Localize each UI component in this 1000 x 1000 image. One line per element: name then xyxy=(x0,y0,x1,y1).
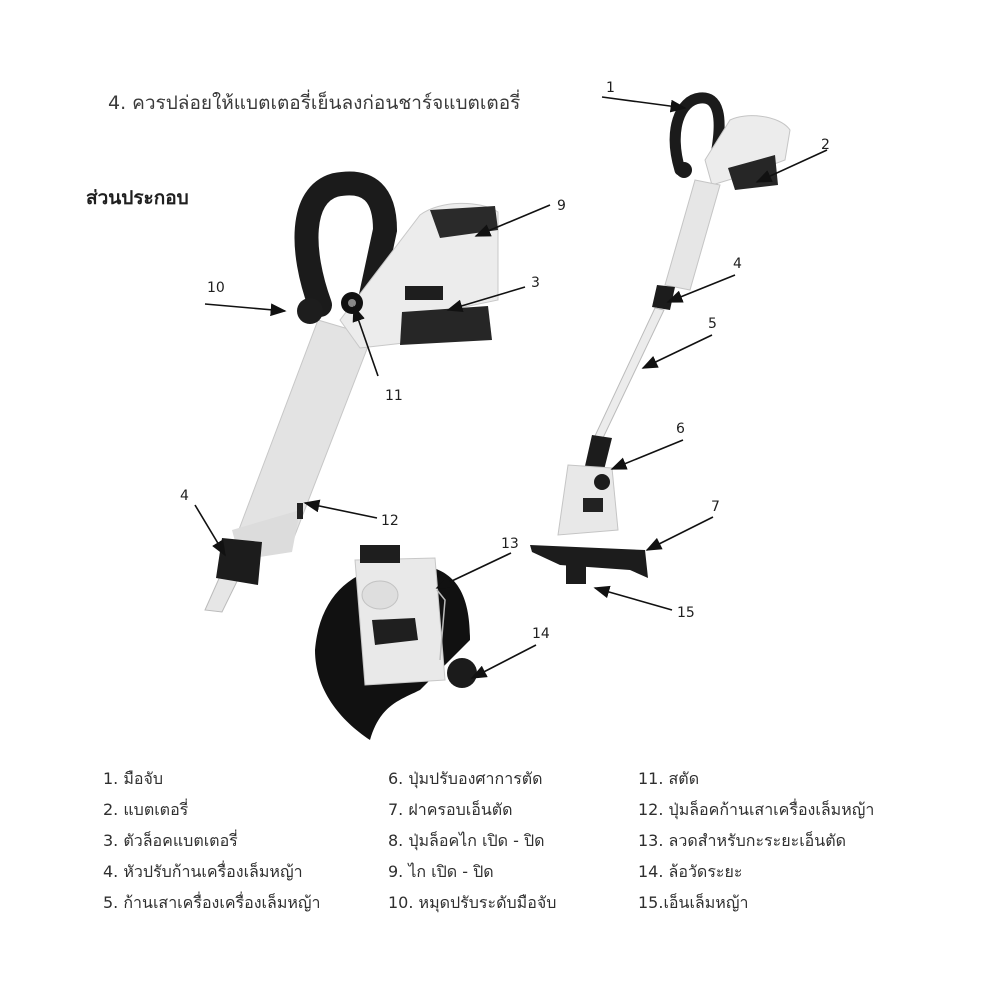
part-item: 15.เอ็นเล็มหญ้า xyxy=(638,893,749,912)
callout-1: 1 xyxy=(606,80,615,96)
parts-list-column-3: 11. สตัด 12. ปุ่มล็อคก้านเสาเครื่องเล็มห… xyxy=(638,763,874,918)
callout-5: 5 xyxy=(708,316,717,332)
callout-14: 14 xyxy=(532,626,550,642)
part-item: 9. ไก เปิด - ปิด xyxy=(388,862,494,881)
callout-13: 13 xyxy=(501,536,519,552)
part-item: 14. ล้อวัดระยะ xyxy=(638,862,743,881)
callout-4-closeup: 4 xyxy=(180,488,189,504)
part-item: 7. ฝาครอบเอ็นตัด xyxy=(388,800,513,819)
callout-10: 10 xyxy=(207,280,225,296)
part-item: 2. แบตเตอรี่ xyxy=(103,800,189,819)
callout-4: 4 xyxy=(733,256,742,272)
part-item: 3. ตัวล็อคแบตเตอรี่ xyxy=(103,831,238,850)
callout-6: 6 xyxy=(676,421,685,437)
callout-15: 15 xyxy=(677,605,695,621)
callout-7: 7 xyxy=(711,499,720,515)
part-item: 13. ลวดสำหรับกะระยะเอ็นตัด xyxy=(638,831,846,850)
callout-arrows xyxy=(194,96,828,679)
callout-3: 3 xyxy=(531,275,540,291)
part-item: 10. หมุดปรับระดับมือจับ xyxy=(388,893,557,912)
part-item: 8. ปุ่มล็อคไก เปิด - ปิด xyxy=(388,831,545,850)
parts-list-column-2: 6. ปุ่มปรับองศาการตัด 7. ฝาครอบเอ็นตัด 8… xyxy=(388,763,556,918)
callout-11: 11 xyxy=(385,388,403,404)
part-item: 12. ปุ่มล็อคก้านเสาเครื่องเล็มหญ้า xyxy=(638,800,875,819)
cutting-head-illustration xyxy=(315,545,477,740)
part-item: 4. หัวปรับก้านเครื่องเล็มหญ้า xyxy=(103,862,303,881)
callout-2: 2 xyxy=(821,137,830,153)
parts-list-column-1: 1. มือจับ 2. แบตเตอรี่ 3. ตัวล็อคแบตเตอร… xyxy=(103,763,321,918)
callout-12: 12 xyxy=(381,513,399,529)
callout-9: 9 xyxy=(557,198,566,214)
part-item: 11. สตัด xyxy=(638,769,700,788)
full-trimmer-illustration xyxy=(530,92,791,584)
part-item: 1. มือจับ xyxy=(103,769,164,788)
components-heading: ส่วนประกอบ xyxy=(86,187,189,209)
part-item: 5. ก้านเสาเครื่องเครื่องเล็มหญ้า xyxy=(103,893,321,912)
battery-cooling-note: 4. ควรปล่อยให้แบตเตอรี่เย็นลงก่อนชาร์จแบ… xyxy=(108,92,521,114)
trimmer-illustration xyxy=(194,92,828,740)
part-item: 6. ปุ่มปรับองศาการตัด xyxy=(388,769,543,788)
closeup-handle-illustration xyxy=(204,171,499,613)
